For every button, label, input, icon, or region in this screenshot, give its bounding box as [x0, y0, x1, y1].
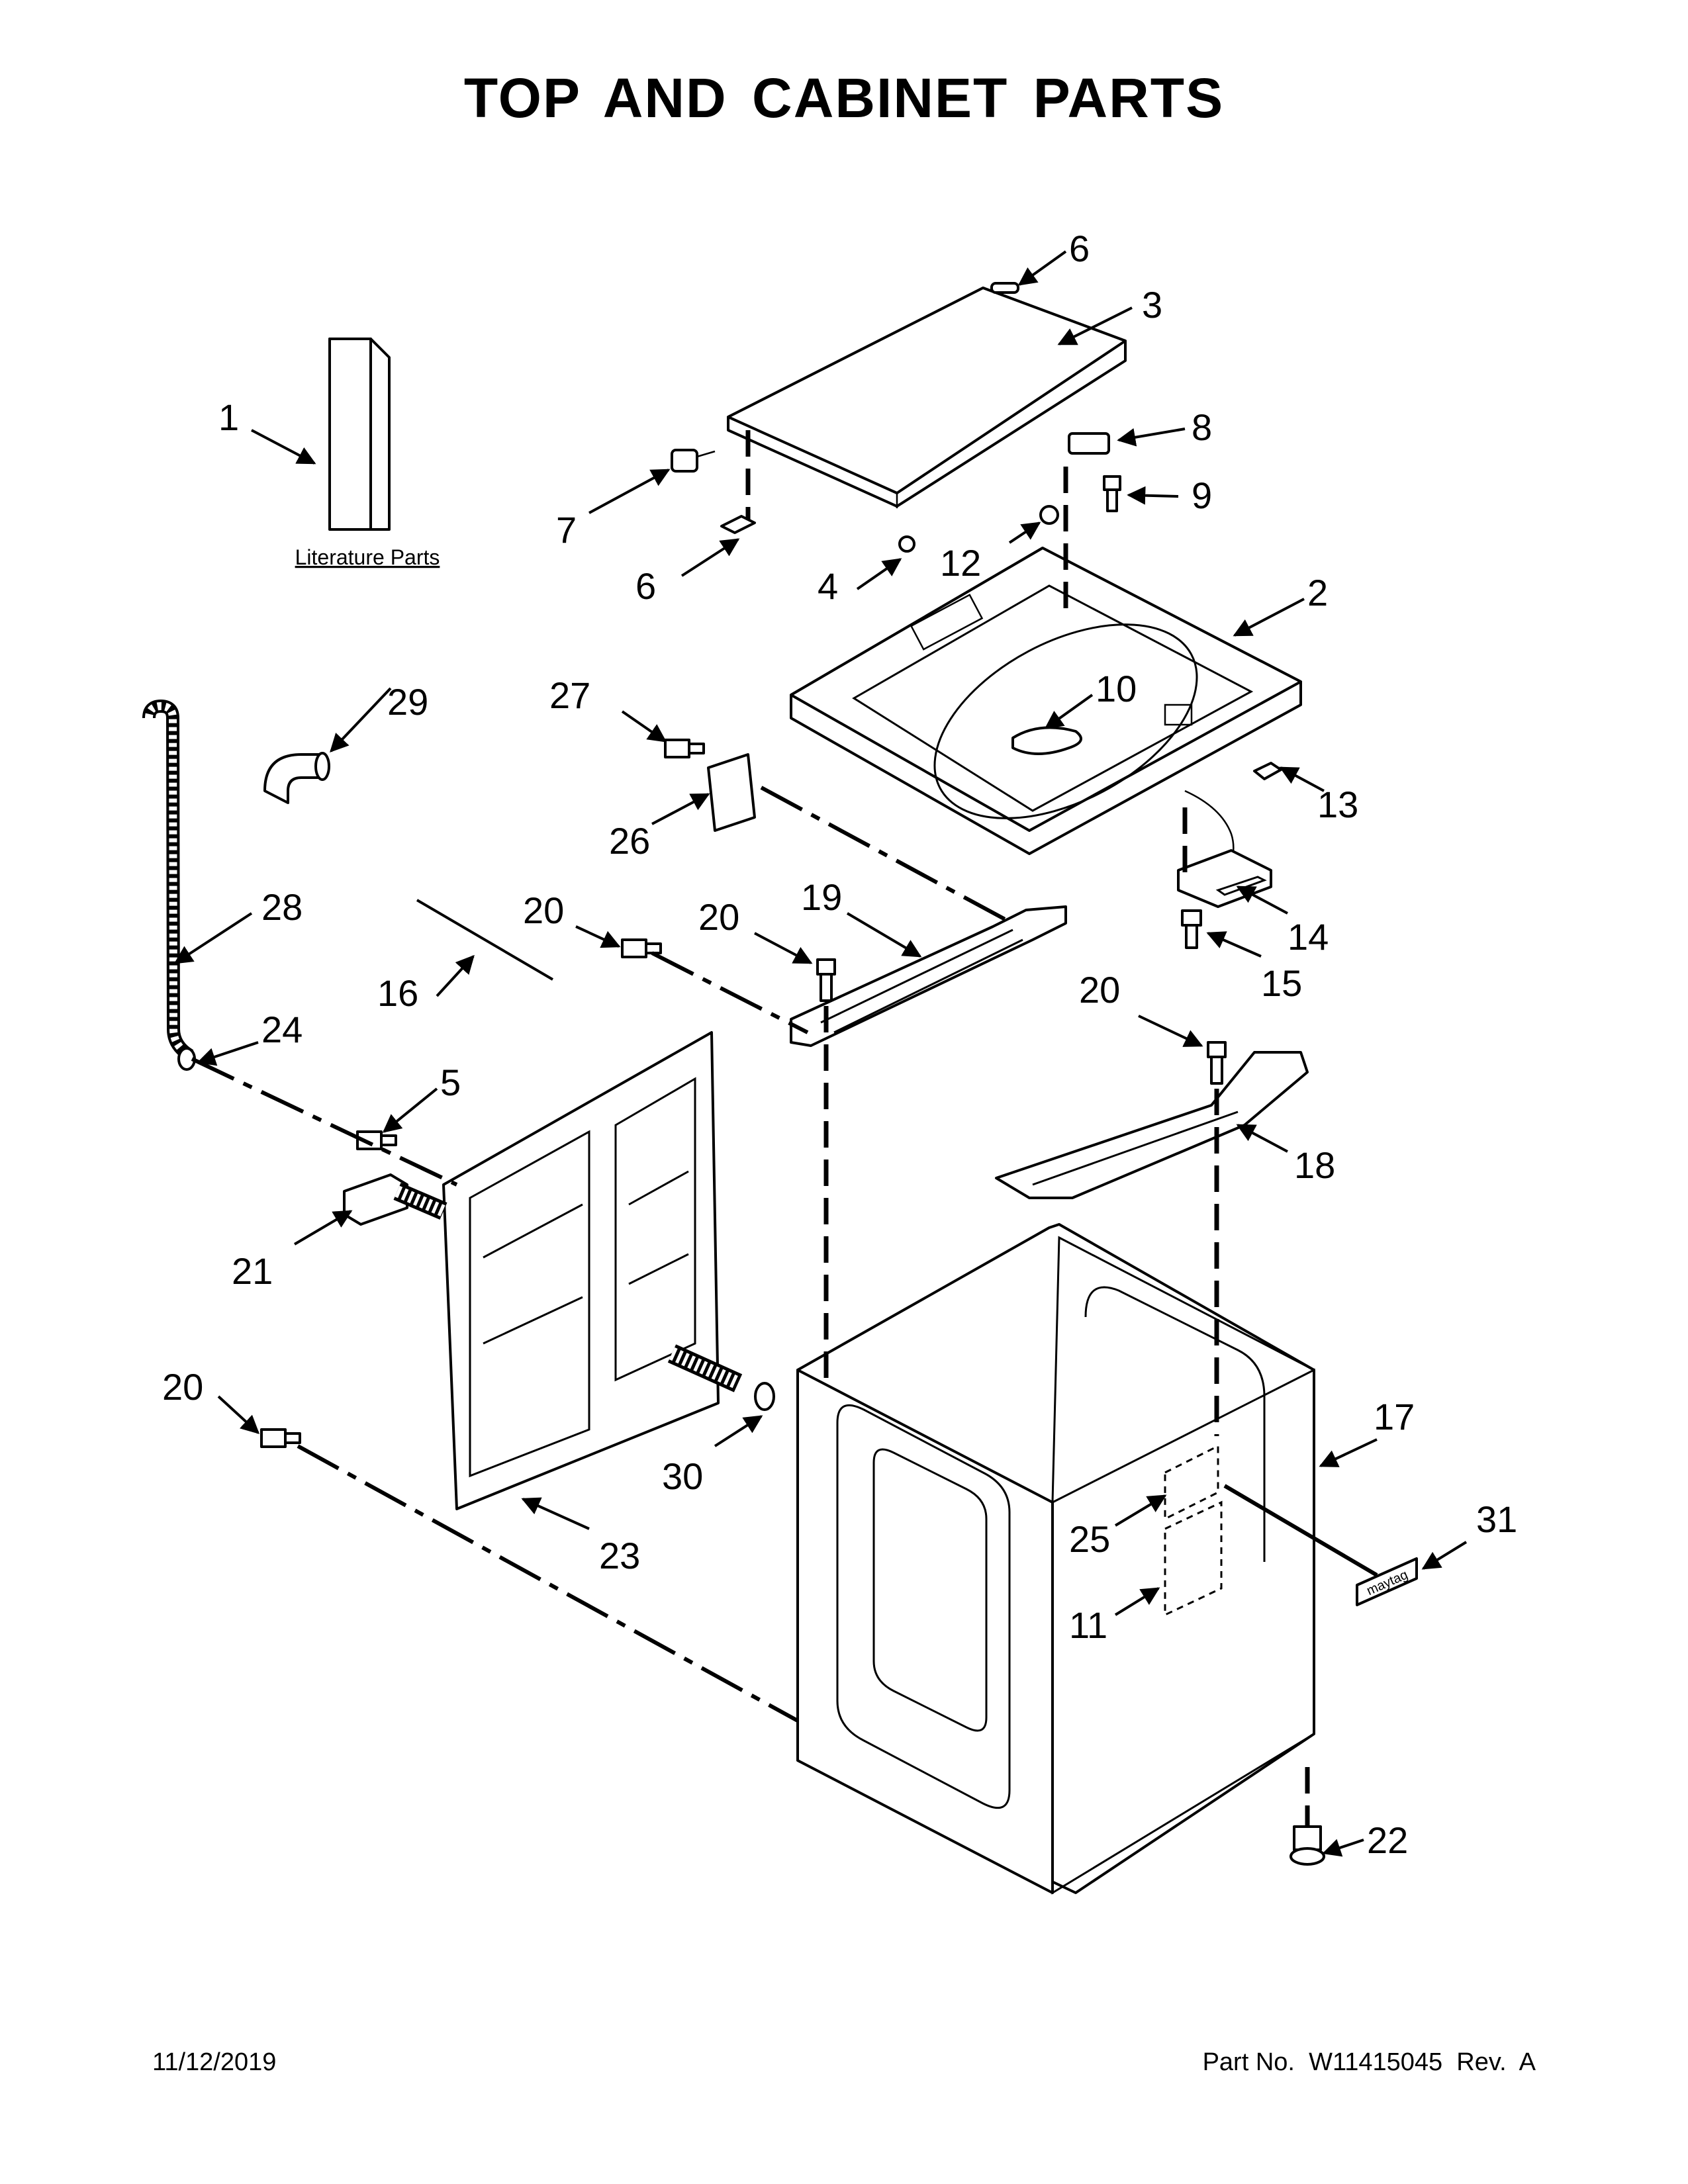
hinge-clip[interactable] [720, 515, 756, 534]
drain-hose-elbow[interactable] [263, 752, 330, 804]
nut-12[interactable] [1039, 505, 1059, 525]
screw-27[interactable] [664, 739, 705, 758]
callout-17: 17 [1374, 1396, 1415, 1437]
callout-15: 15 [1261, 962, 1302, 1004]
callout-6-top: 6 [1069, 228, 1090, 269]
callout-25: 25 [1069, 1518, 1110, 1560]
callout-30: 30 [662, 1455, 703, 1497]
rear-brace[interactable] [790, 905, 1067, 1047]
callout-3: 3 [1142, 284, 1162, 326]
callout-21: 21 [232, 1250, 273, 1292]
rear-panel[interactable] [442, 1031, 720, 1510]
assembly-lines [191, 430, 1378, 1827]
lid-switch[interactable] [1177, 790, 1272, 908]
screw-20-a[interactable] [621, 938, 662, 958]
inlet-hose-ring[interactable] [667, 1344, 775, 1411]
lid-bumper[interactable] [898, 535, 915, 553]
page-title: TOP AND CABINET PARTS [463, 67, 1225, 129]
callout-13: 13 [1317, 784, 1358, 825]
literature-booklet[interactable] [328, 338, 391, 531]
literature-parts-label: Literature Parts [295, 545, 440, 569]
callout-2: 2 [1307, 572, 1328, 614]
screw-20-c[interactable] [1207, 1041, 1227, 1085]
callout-16: 16 [377, 972, 418, 1014]
leveling-leg[interactable] [1289, 1825, 1325, 1866]
callout-29: 29 [387, 681, 428, 723]
callout-20-a: 20 [523, 889, 564, 931]
callout-5: 5 [440, 1062, 461, 1103]
label-11[interactable] [1164, 1500, 1223, 1617]
callout-19: 19 [801, 876, 842, 918]
dispenser-cup[interactable] [1011, 726, 1082, 755]
callout-18: 18 [1294, 1144, 1335, 1186]
screw-9[interactable] [1103, 475, 1121, 512]
footer-date: 11/12/2019 [152, 2048, 277, 2076]
callout-20-b: 20 [698, 896, 739, 938]
bracket-26[interactable] [707, 753, 756, 832]
callout-8: 8 [1192, 406, 1212, 448]
callout-1: 1 [218, 396, 239, 438]
callout-7: 7 [556, 509, 577, 551]
callout-9: 9 [1192, 475, 1212, 516]
drain-hose[interactable] [142, 699, 194, 1062]
lid-switch-bracket[interactable] [1068, 432, 1110, 455]
screw-20-b[interactable] [816, 958, 836, 1002]
callout-26: 26 [609, 820, 650, 862]
callout-4: 4 [818, 565, 838, 607]
callout-20-d: 20 [162, 1366, 203, 1408]
callout-numbers: 1 2 3 4 5 6 6 7 8 9 10 11 12 13 14 15 16… [162, 228, 1517, 1861]
front-brace[interactable] [995, 1051, 1309, 1199]
callout-31: 31 [1476, 1498, 1517, 1540]
callout-10: 10 [1096, 668, 1137, 709]
screw-15[interactable] [1181, 909, 1202, 949]
callout-22: 22 [1367, 1819, 1408, 1861]
callout-23: 23 [599, 1535, 640, 1576]
lid[interactable] [727, 287, 1127, 508]
callout-14: 14 [1288, 916, 1329, 958]
footer-part-number: Part No. W11415045 Rev. A [1202, 2048, 1536, 2076]
lid-hinge-bolt[interactable] [671, 449, 716, 473]
top-panel[interactable] [790, 547, 1302, 858]
cabinet[interactable] [796, 1223, 1315, 1895]
callout-28: 28 [261, 886, 303, 928]
hinge-pin-top[interactable] [990, 282, 1019, 294]
callout-27: 27 [549, 674, 590, 716]
callout-24: 24 [261, 1009, 303, 1050]
callout-12: 12 [940, 542, 981, 584]
brand-badge[interactable]: maytag [1356, 1557, 1418, 1606]
leader-arrows [173, 250, 1468, 1857]
water-inlet-valve[interactable] [343, 1173, 447, 1226]
rod[interactable] [416, 899, 554, 981]
screw-20-d[interactable] [260, 1428, 301, 1448]
clip-13[interactable] [1253, 762, 1282, 780]
callout-11: 11 [1069, 1604, 1107, 1646]
callout-20-c: 20 [1079, 969, 1120, 1011]
callout-6-left: 6 [635, 565, 656, 607]
